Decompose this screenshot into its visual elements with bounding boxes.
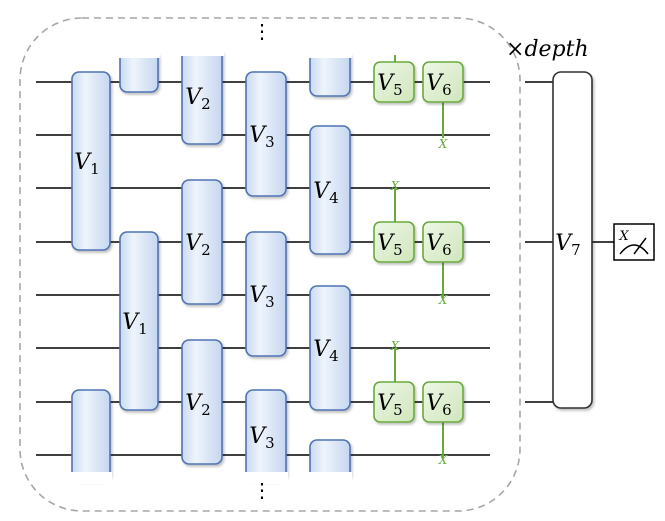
gate-label-v7: V7 bbox=[555, 231, 580, 259]
gate-label-v6: V6 bbox=[426, 391, 451, 419]
gate-label-v6: V6 bbox=[426, 71, 451, 99]
gate-label-v3: V3 bbox=[249, 424, 274, 452]
gate-label-v5: V5 bbox=[377, 231, 402, 259]
gate-v6 bbox=[422, 61, 464, 103]
gate-v4 bbox=[308, 439, 352, 484]
gate-v1 bbox=[71, 71, 111, 251]
clip-bottom bbox=[308, 472, 352, 484]
gate-label-v3: V3 bbox=[249, 123, 274, 151]
gate-v3 bbox=[245, 231, 287, 357]
clip-bottom bbox=[244, 472, 288, 484]
gate-v2 bbox=[181, 339, 223, 465]
ellipsis-bottom: ⋮ bbox=[252, 478, 272, 502]
repeat-block-frame bbox=[19, 17, 521, 512]
clip-top bbox=[118, 48, 160, 58]
gate-label-v1: V1 bbox=[74, 150, 99, 178]
meter-icon: X bbox=[613, 223, 655, 261]
gate-body bbox=[373, 61, 415, 103]
gate-body bbox=[422, 381, 464, 423]
gate-label-v3: V3 bbox=[249, 283, 274, 311]
gate-label-v2: V2 bbox=[185, 85, 210, 113]
gate-label-v2: V2 bbox=[185, 391, 210, 419]
gate-v1 bbox=[118, 48, 160, 93]
gate-body bbox=[119, 231, 159, 411]
gate-label-v4: V4 bbox=[313, 337, 338, 365]
gate-body bbox=[309, 125, 351, 255]
gate-body bbox=[309, 285, 351, 411]
gate-body bbox=[181, 179, 223, 305]
gate-v2 bbox=[180, 46, 224, 145]
gate-label-v6: V6 bbox=[426, 231, 451, 259]
gate-body bbox=[422, 61, 464, 103]
gate-body bbox=[422, 221, 464, 263]
gate-v5 bbox=[373, 221, 415, 263]
gate-v4 bbox=[308, 48, 352, 97]
gate-body bbox=[373, 381, 415, 423]
gate-body bbox=[71, 71, 111, 251]
clip-top bbox=[308, 48, 352, 58]
gate-v5 bbox=[373, 61, 415, 103]
gate-v6 bbox=[422, 381, 464, 423]
gate-v2 bbox=[181, 179, 223, 305]
gate-v6 bbox=[422, 221, 464, 263]
ellipsis-top: ⋮ bbox=[252, 19, 272, 43]
repeat-label: ×depth bbox=[506, 37, 589, 62]
meter-basis-label: X bbox=[618, 229, 629, 244]
gate-label-v1: V1 bbox=[122, 310, 147, 338]
gate-v4 bbox=[309, 285, 351, 411]
gate-body bbox=[373, 221, 415, 263]
x-marker: X bbox=[390, 179, 400, 193]
gate-v5 bbox=[373, 381, 415, 423]
gate-body bbox=[245, 231, 287, 357]
gate-label-v5: V5 bbox=[377, 391, 402, 419]
clip-top bbox=[180, 46, 224, 56]
clip-bottom bbox=[70, 472, 112, 484]
gate-v7 bbox=[552, 71, 593, 409]
gate-body bbox=[245, 71, 287, 197]
gate-label-v4: V4 bbox=[313, 179, 338, 207]
meter-arc bbox=[619, 244, 649, 255]
gate-body bbox=[552, 71, 593, 409]
meter-needle bbox=[633, 237, 647, 255]
x-marker: X bbox=[390, 339, 400, 353]
gate-v4 bbox=[309, 125, 351, 255]
gate-v3 bbox=[245, 71, 287, 197]
x-marker: X bbox=[438, 137, 448, 151]
x-marker: X bbox=[438, 293, 448, 307]
gate-label-v2: V2 bbox=[185, 231, 210, 259]
gate-v1 bbox=[70, 389, 112, 484]
gate-body bbox=[181, 339, 223, 465]
gate-label-v5: V5 bbox=[377, 71, 402, 99]
x-marker: X bbox=[438, 453, 448, 467]
gate-body bbox=[71, 389, 111, 481]
gate-v3 bbox=[244, 389, 288, 484]
gate-v1 bbox=[119, 231, 159, 411]
